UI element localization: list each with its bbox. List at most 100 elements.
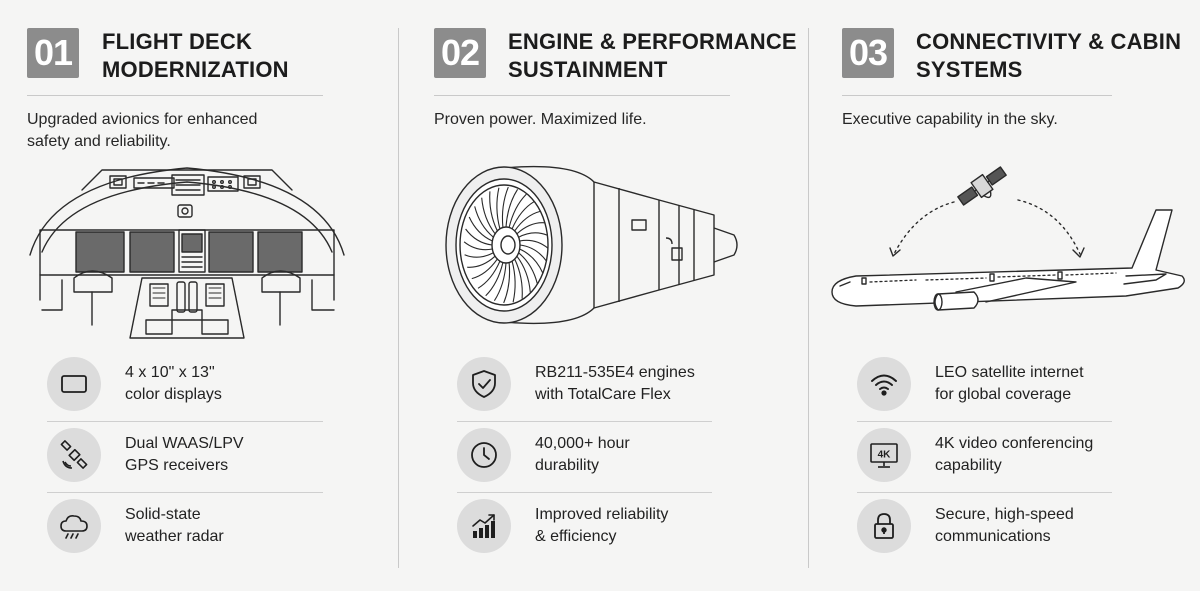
feature-line2: color displays (125, 386, 222, 403)
feature-divider (857, 421, 1112, 422)
section-title: CONNECTIVITY & CABIN SYSTEMS (916, 28, 1181, 84)
section-number-badge: 02 (434, 28, 486, 78)
fan-blade (503, 262, 511, 304)
fan-blade (471, 258, 498, 280)
wifi-icon (857, 357, 911, 411)
feature-text: Dual WAAS/LPV GPS receivers (125, 433, 244, 477)
fan-blade (468, 216, 493, 242)
4k-label: 4K (878, 450, 892, 461)
fan-blade (505, 189, 519, 228)
shield-check-icon (457, 357, 511, 411)
fan-blade (516, 255, 531, 293)
fan-blade (489, 191, 498, 232)
fan-blade (467, 255, 496, 268)
satellite-icon (47, 428, 101, 482)
lock-icon (857, 499, 911, 553)
column-divider (808, 28, 809, 568)
fan-blade (508, 193, 527, 228)
feature-line2: GPS receivers (125, 457, 229, 474)
feature-line1: Solid-state (125, 506, 201, 523)
fan-blade (465, 228, 493, 246)
section-connectivity: 03 CONNECTIVITY & CABIN SYSTEMS Executiv… (808, 0, 1200, 591)
section-subtitle: Upgraded avionics for enhanced safety an… (27, 109, 257, 153)
feature-text: RB211-535E4 engines with TotalCare Flex (535, 362, 695, 406)
feature-text: 4 x 10" x 13" color displays (125, 362, 222, 406)
feature-divider (47, 492, 323, 493)
fan-blade (481, 197, 496, 235)
feature-line1: RB211-535E4 engines (535, 364, 695, 381)
feature-weather-radar: Solid-state weather radar (47, 496, 224, 556)
section-number-badge: 01 (27, 28, 79, 78)
fan-blade (511, 261, 516, 303)
trending-up-chart-icon (457, 499, 511, 553)
section-subtitle: Executive capability in the sky. (842, 109, 1058, 131)
feature-secure-communications: Secure, high-speed communications (857, 496, 1074, 556)
feature-line2: capability (935, 457, 1002, 474)
feature-displays: 4 x 10" x 13" color displays (47, 354, 222, 414)
feature-reliability: Improved reliability & efficiency (457, 496, 668, 556)
fan-blade (519, 244, 547, 262)
section-subtitle: Proven power. Maximized life. (434, 109, 647, 131)
feature-gps: Dual WAAS/LPV GPS receivers (47, 425, 244, 485)
feature-line1: 4K video conferencing (935, 435, 1094, 452)
fan-blade (519, 248, 544, 274)
feature-video-conferencing: 4K 4K video conferencing capability (857, 425, 1093, 485)
feature-divider (857, 492, 1112, 493)
feature-line1: 4 x 10" x 13" (125, 364, 215, 381)
section-subtitle-line1: Proven power. Maximized life. (434, 111, 647, 128)
fan-blade (496, 187, 501, 229)
fan-blade (511, 201, 535, 230)
feature-durability: 40,000+ hour durability (457, 425, 630, 485)
feature-line1: LEO satellite internet (935, 364, 1084, 381)
feature-divider (457, 421, 712, 422)
display-icon (47, 357, 101, 411)
section-title-line2: SYSTEMS (916, 57, 1023, 82)
section-title-line1: CONNECTIVITY & CABIN (916, 29, 1182, 54)
feature-line2: weather radar (125, 528, 224, 545)
cloud-rain-icon (47, 499, 101, 553)
feature-text: 4K video conferencing capability (935, 433, 1093, 477)
section-title-line1: FLIGHT DECK (102, 29, 253, 54)
section-title-line2: MODERNIZATION (102, 57, 289, 82)
feature-text: LEO satellite internet for global covera… (935, 362, 1084, 406)
feature-line2: durability (535, 457, 600, 474)
turbofan-engine-illustration (445, 165, 738, 325)
section-subtitle-line1: Upgraded avionics for enhanced (27, 111, 258, 128)
feature-engines: RB211-535E4 engines with TotalCare Flex (457, 354, 695, 414)
fan-blade (485, 262, 504, 297)
fan-blade (493, 262, 507, 301)
fan-blade (474, 206, 494, 238)
feature-text: 40,000+ hour durability (535, 433, 630, 477)
fan-blade (518, 232, 548, 238)
section-subtitle-line1: Executive capability in the sky. (842, 111, 1058, 128)
section-flight-deck: 01 FLIGHT DECK MODERNIZATION Upgraded av… (0, 0, 398, 591)
clock-icon (457, 428, 511, 482)
fan-blade (514, 258, 523, 299)
fan-blade (518, 252, 538, 284)
fan-blade (501, 186, 509, 228)
4k-monitor-icon: 4K (857, 428, 911, 482)
feature-line1: Dual WAAS/LPV (125, 435, 244, 452)
section-title-line2: SUSTAINMENT (508, 57, 668, 82)
title-divider (434, 95, 730, 96)
section-engine: 02 ENGINE & PERFORMANCE SUSTAINMENT Prov… (398, 0, 808, 591)
section-number-badge: 03 (842, 28, 894, 78)
section-subtitle-line2: safety and reliability. (27, 133, 171, 150)
section-title: ENGINE & PERFORMANCE SUSTAINMENT (508, 28, 797, 84)
feature-divider (47, 421, 323, 422)
feature-text: Secure, high-speed communications (935, 504, 1074, 548)
feature-line1: 40,000+ hour (535, 435, 630, 452)
fan-blade (463, 241, 493, 251)
cockpit-panel-illustration (29, 167, 345, 339)
feature-text: Improved reliability & efficiency (535, 504, 668, 548)
feature-satellite-internet: LEO satellite internet for global covera… (857, 354, 1084, 414)
feature-line1: Improved reliability (535, 506, 669, 523)
feature-line2: & efficiency (535, 528, 617, 545)
satellite-airliner-illustration (831, 166, 1185, 311)
fan-blade (464, 252, 494, 258)
section-title-line1: ENGINE & PERFORMANCE (508, 29, 797, 54)
feature-line2: with TotalCare Flex (535, 386, 671, 403)
fan-blade (516, 222, 545, 235)
title-divider (842, 95, 1112, 96)
